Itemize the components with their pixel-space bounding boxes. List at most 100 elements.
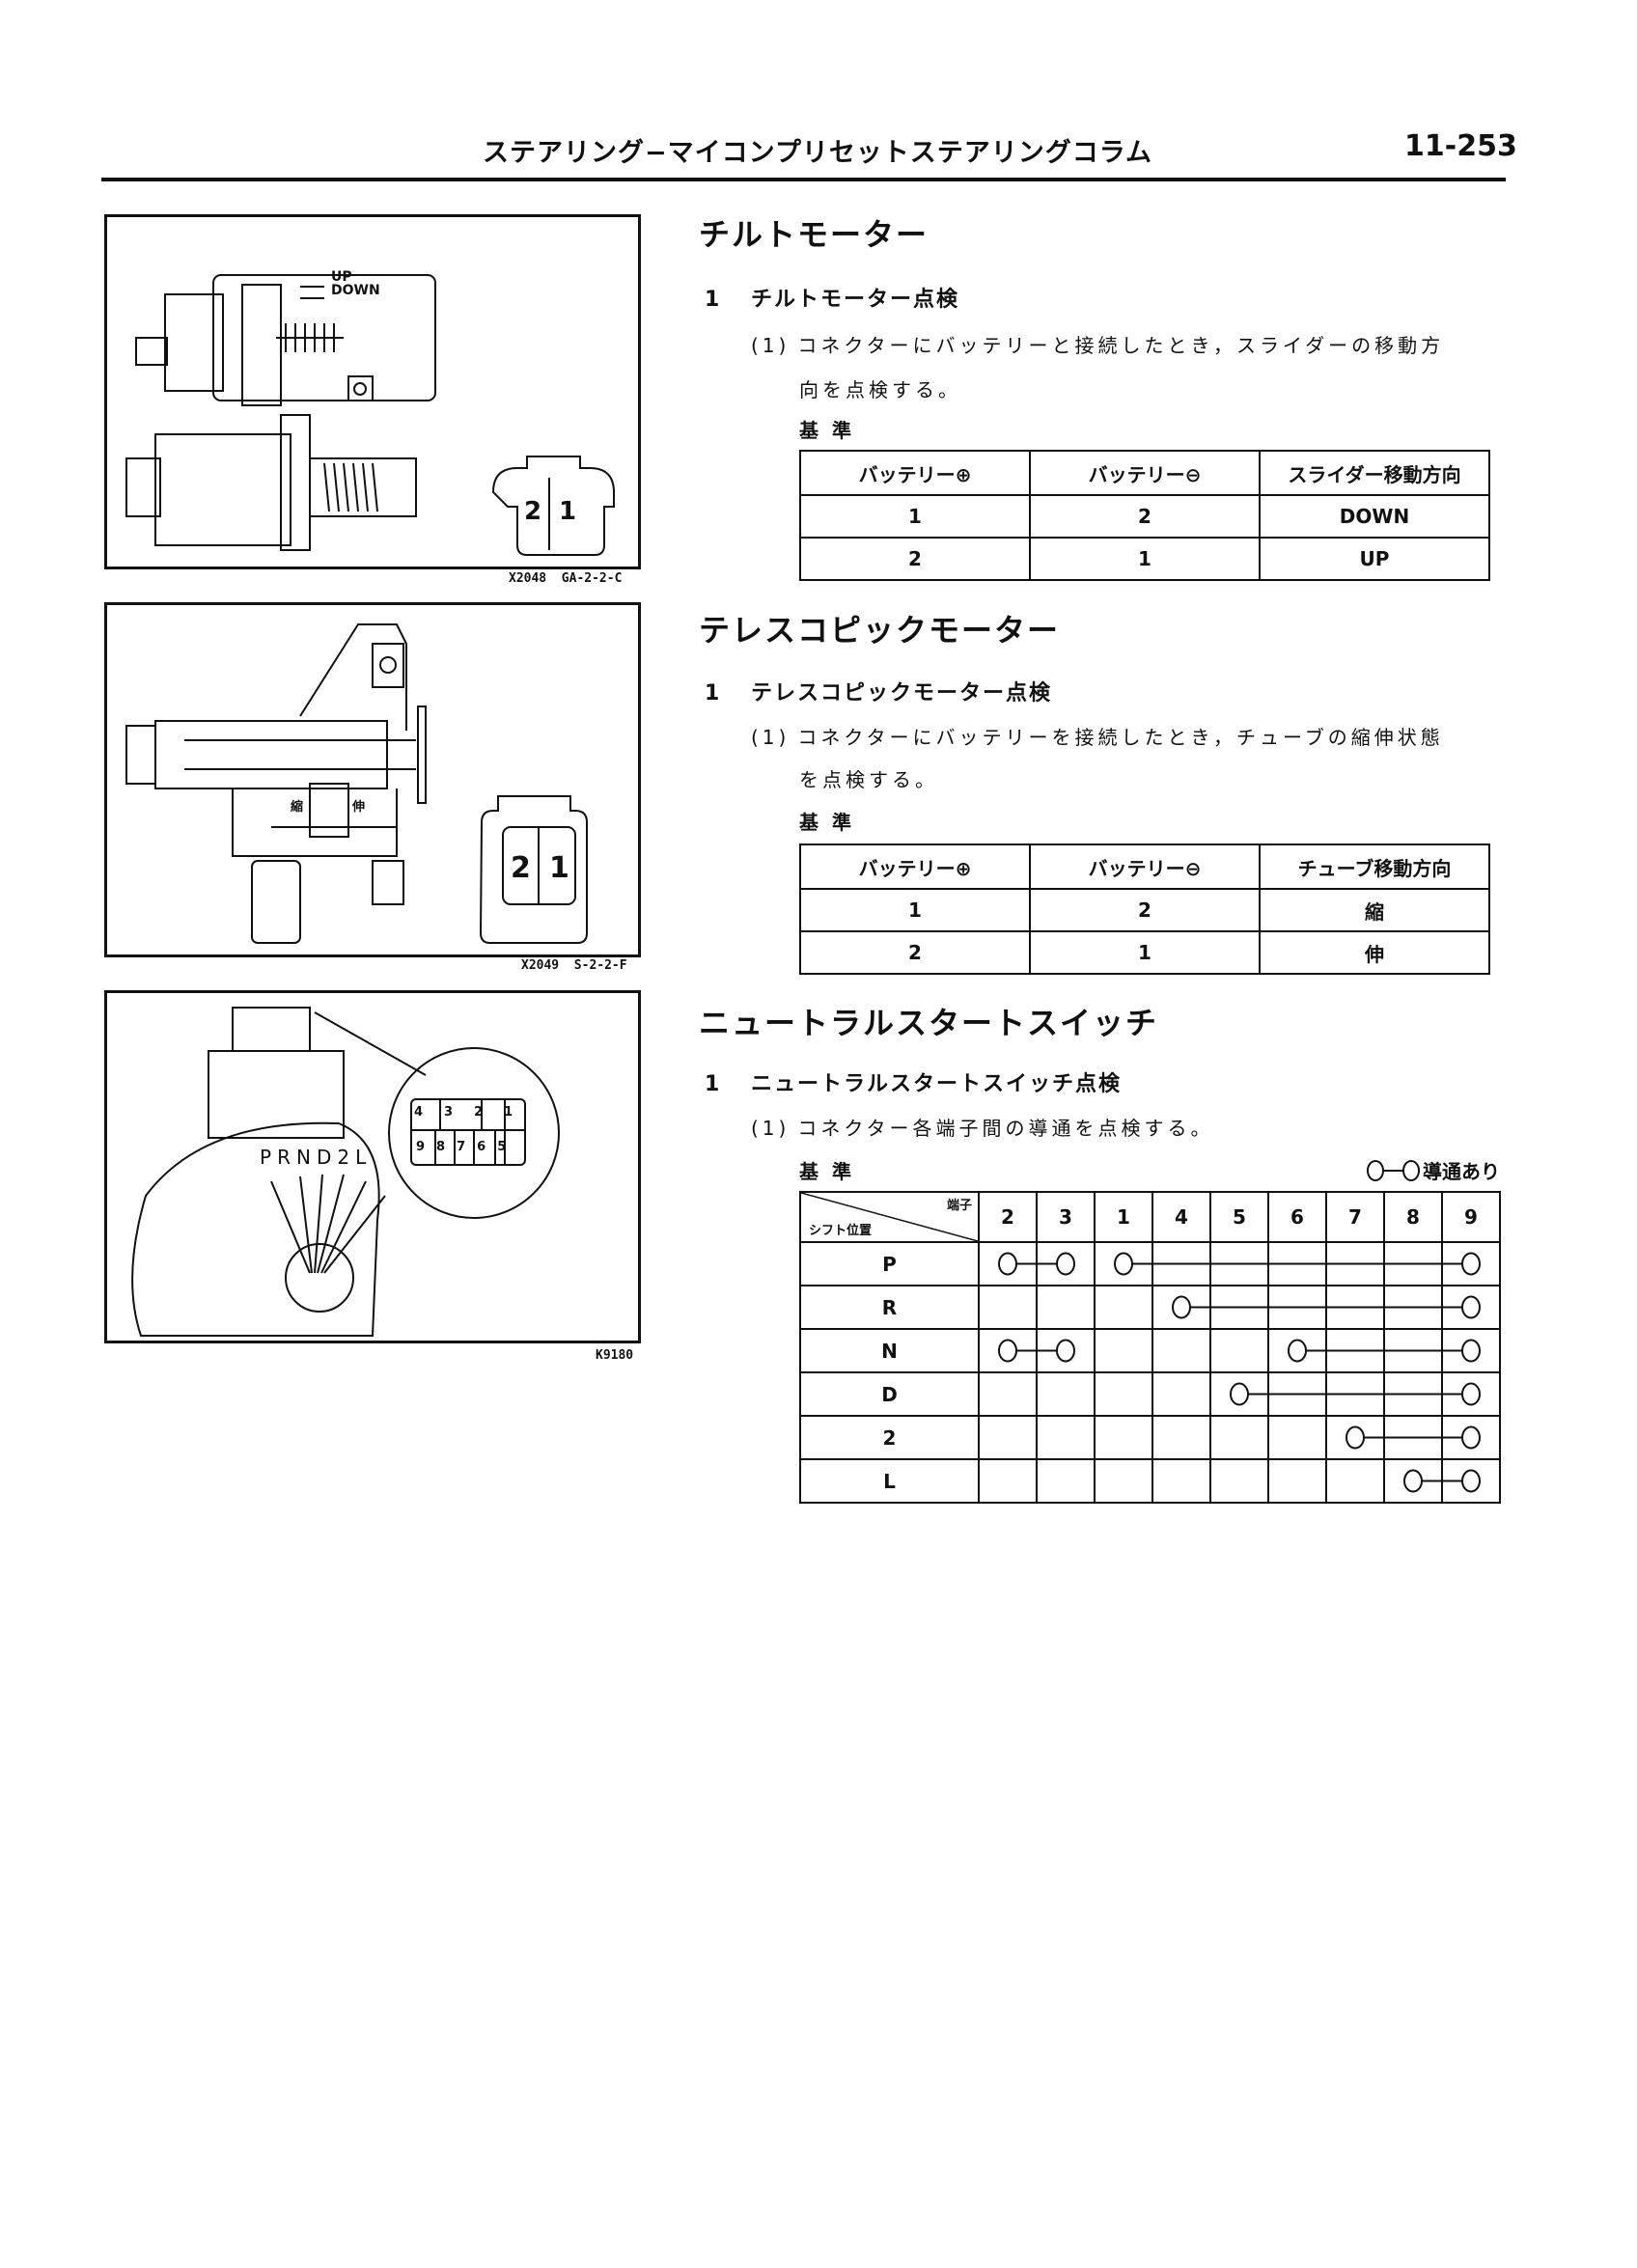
shift-position: N <box>799 1328 980 1373</box>
continuity-cell <box>1383 1371 1443 1417</box>
shift-label-r: R <box>277 1146 291 1169</box>
table-header-row: バッテリー⊕バッテリー⊖スライダー移動方向 <box>799 450 1490 496</box>
continuity-cell <box>1325 1371 1385 1417</box>
continuity-cell <box>1383 1415 1443 1460</box>
continuity-cell <box>1151 1328 1211 1373</box>
shift-label-l: L <box>355 1146 367 1169</box>
pin-2: 2 <box>474 1105 484 1120</box>
step-item: (1)コネクターにバッテリーと接続したとき，スライダーの移動方 <box>751 334 1445 357</box>
continuity-cell <box>1151 1285 1211 1330</box>
continuity-cell <box>1441 1371 1501 1417</box>
table-row: 2 <box>799 1415 1501 1460</box>
pin-9: 9 <box>416 1140 426 1154</box>
neutral-start-switch-figure: P R N D 2 L 4 3 2 1 9 8 7 6 5 <box>104 990 641 1343</box>
table-header-row: バッテリー⊕バッテリー⊖チューブ移動方向 <box>799 844 1490 890</box>
continuity-cell <box>1094 1285 1153 1330</box>
connector-pins-bottom: 9 8 7 6 5 <box>416 1140 506 1154</box>
tilt-motor-figure: UP DOWN 2 1 <box>104 214 641 569</box>
continuity-cell <box>1036 1371 1096 1417</box>
continuity-cell <box>1441 1241 1501 1286</box>
continuity-cell <box>1151 1371 1211 1417</box>
continuity-cell <box>1094 1328 1153 1373</box>
connector-pins-top: 4 3 2 1 <box>414 1105 513 1120</box>
continuity-cell <box>978 1285 1038 1330</box>
continuity-cell <box>1383 1328 1443 1373</box>
continuity-cell <box>1036 1328 1096 1373</box>
continuity-cell <box>1267 1285 1327 1330</box>
continuity-cell <box>1267 1328 1327 1373</box>
standard-label: 基準 <box>799 811 865 834</box>
connector-pin-2: 2 <box>524 497 542 526</box>
terminal-header: 6 <box>1267 1191 1327 1243</box>
table-row: L <box>799 1458 1501 1504</box>
continuity-cell <box>1209 1328 1269 1373</box>
continuity-cell <box>1325 1458 1385 1504</box>
shift-position: D <box>799 1371 980 1417</box>
shift-label-p: P <box>260 1146 272 1169</box>
corner-cell: 端子 シフト位置 <box>799 1191 980 1243</box>
pin-5: 5 <box>497 1140 507 1154</box>
table-row: D <box>799 1371 1501 1417</box>
continuity-cell <box>1441 1458 1501 1504</box>
shift-label-n: N <box>295 1146 311 1169</box>
table-row: R <box>799 1285 1501 1330</box>
header-rule <box>101 178 1506 181</box>
continuity-cell <box>1325 1328 1385 1373</box>
continuity-cell <box>1441 1328 1501 1373</box>
continuity-legend: 導通あり <box>1367 1156 1500 1184</box>
step-item-cont: 向を点検する。 <box>799 378 961 401</box>
standard-label: 基準 <box>799 1160 865 1183</box>
continuity-cell <box>1209 1241 1269 1286</box>
section-title-telescopic-motor: テレスコピックモーター <box>699 612 1061 649</box>
step-item-cont: を点検する。 <box>799 768 938 791</box>
continuity-cell <box>1267 1241 1327 1286</box>
shift-position: L <box>799 1458 980 1504</box>
continuity-cell <box>978 1458 1038 1504</box>
extend-label: 伸 <box>352 800 366 815</box>
continuity-cell <box>1094 1458 1153 1504</box>
continuity-cell <box>1209 1458 1269 1504</box>
shift-label-2: 2 <box>337 1146 350 1169</box>
shrink-label: 縮 <box>291 800 304 815</box>
running-header-title: ステアリング−マイコンプリセットステアリングコラム <box>483 138 1153 168</box>
page-number: 11-253 <box>1404 129 1517 163</box>
continuity-cell <box>1094 1415 1153 1460</box>
continuity-cell <box>1383 1458 1443 1504</box>
pin-3: 3 <box>444 1105 454 1120</box>
terminal-header: 2 <box>978 1191 1038 1243</box>
figure-caption: K9180 <box>596 1348 634 1363</box>
table-row: P <box>799 1241 1501 1286</box>
section-title-tilt-motor: チルトモーター <box>699 216 929 253</box>
pin-7: 7 <box>457 1140 466 1154</box>
continuity-cell <box>1267 1371 1327 1417</box>
continuity-cell <box>1267 1458 1327 1504</box>
shift-position: P <box>799 1241 980 1286</box>
continuity-cell <box>1209 1371 1269 1417</box>
continuity-cell <box>978 1371 1038 1417</box>
continuity-cell <box>1325 1241 1385 1286</box>
step-item: (1)コネクター各端子間の導通を点検する。 <box>751 1117 1214 1140</box>
continuity-cell <box>1094 1371 1153 1417</box>
continuity-cell <box>1441 1415 1501 1460</box>
pin-6: 6 <box>477 1140 486 1154</box>
up-arrow-label: UP <box>331 269 352 285</box>
telescopic-motor-figure: 縮 伸 2 1 <box>104 602 641 957</box>
continuity-symbol-icon <box>1367 1159 1420 1181</box>
continuity-cell <box>1094 1241 1153 1286</box>
connector-pin-2: 2 <box>511 851 531 885</box>
continuity-cell <box>1267 1415 1327 1460</box>
continuity-cell <box>978 1241 1038 1286</box>
table-row: N <box>799 1328 1501 1373</box>
continuity-cell <box>1209 1415 1269 1460</box>
continuity-cell <box>1383 1285 1443 1330</box>
continuity-cell <box>1151 1241 1211 1286</box>
